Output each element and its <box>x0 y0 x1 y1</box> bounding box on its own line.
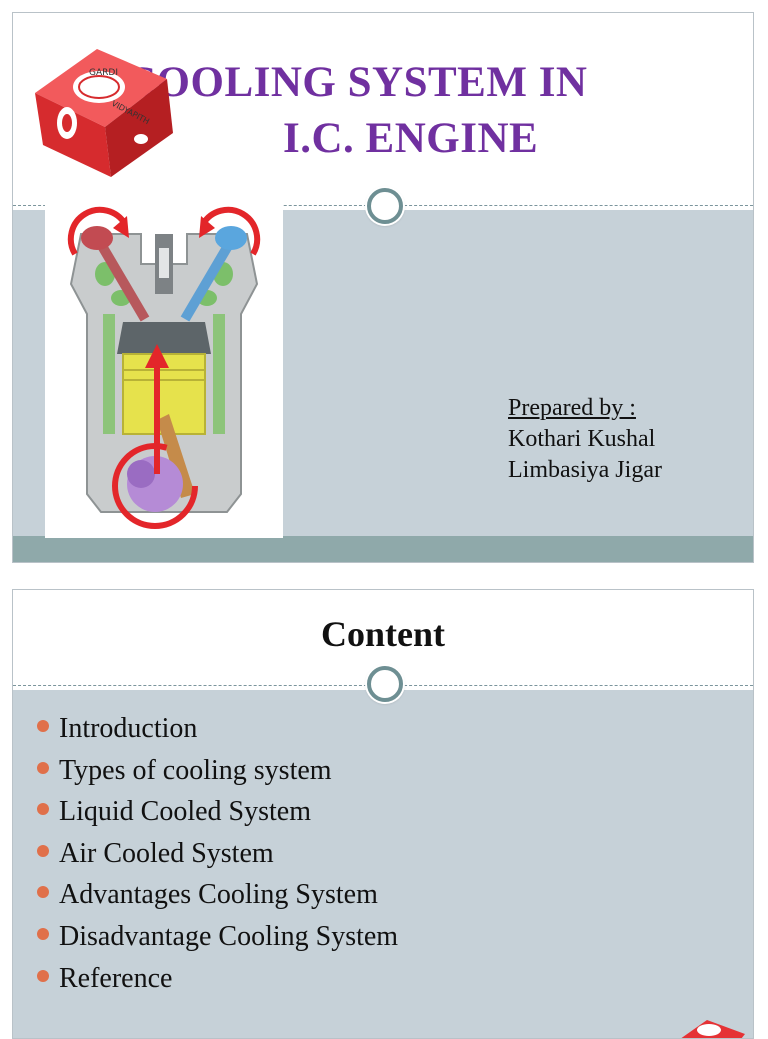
footer-bar <box>13 536 753 562</box>
list-item: Disadvantage Cooling System <box>35 916 398 958</box>
bullet-icon <box>37 761 49 774</box>
list-item: Types of cooling system <box>35 750 398 792</box>
logo-text-top: GARDI <box>89 68 118 78</box>
title-line-1: COOLING SYSTEM IN <box>125 59 588 106</box>
bullet-icon <box>37 720 49 732</box>
slide-title: Content <box>321 614 445 654</box>
corner-logo-fragment <box>681 1020 745 1038</box>
list-item-text: Air Cooled System <box>59 837 274 869</box>
list-item: Advantages Cooling System <box>35 874 398 916</box>
list-item: Air Cooled System <box>35 833 398 875</box>
list-item-text: Introduction <box>59 713 198 744</box>
title-line-2: I.C. ENGINE <box>283 115 539 162</box>
bullet-icon <box>37 803 49 816</box>
divider-circle <box>367 666 403 702</box>
list-item: Introduction <box>35 708 398 750</box>
title-slide: COOLING SYSTEM IN I.C. ENGINE GARDI VIDY… <box>12 12 754 563</box>
author-name: Limbasiya Jigar <box>508 457 662 483</box>
list-item-text: Disadvantage Cooling System <box>59 920 399 952</box>
author-name: Kothari Kushal <box>508 426 656 452</box>
list-item-text: Types of cooling system <box>59 754 332 786</box>
list-item: Reference <box>35 958 398 1000</box>
content-slide: Content Introduction Types of cooling sy… <box>12 589 754 1039</box>
bullet-icon <box>37 927 49 940</box>
bullet-icon <box>37 886 49 899</box>
prepared-by-label: Prepared by : <box>508 395 636 421</box>
bullet-icon <box>37 844 49 857</box>
slide-title: COOLING SYSTEM IN I.C. ENGINE <box>13 55 753 167</box>
divider-circle <box>367 188 403 224</box>
list-item: Liquid Cooled System <box>35 791 398 833</box>
author-block: Prepared by : Kothari Kushal Limbasiya J… <box>508 393 662 486</box>
list-item-text: Reference <box>59 962 173 994</box>
content-list: Introduction Types of cooling system Liq… <box>35 708 398 999</box>
list-item-text: Liquid Cooled System <box>59 796 311 828</box>
content-band <box>13 690 753 1038</box>
engine-cutaway-image <box>45 194 283 538</box>
gardi-vidyapith-logo: GARDI VIDYAPITH <box>35 49 173 177</box>
list-item-text: Advantages Cooling System <box>59 879 378 911</box>
bullet-icon <box>37 969 49 982</box>
